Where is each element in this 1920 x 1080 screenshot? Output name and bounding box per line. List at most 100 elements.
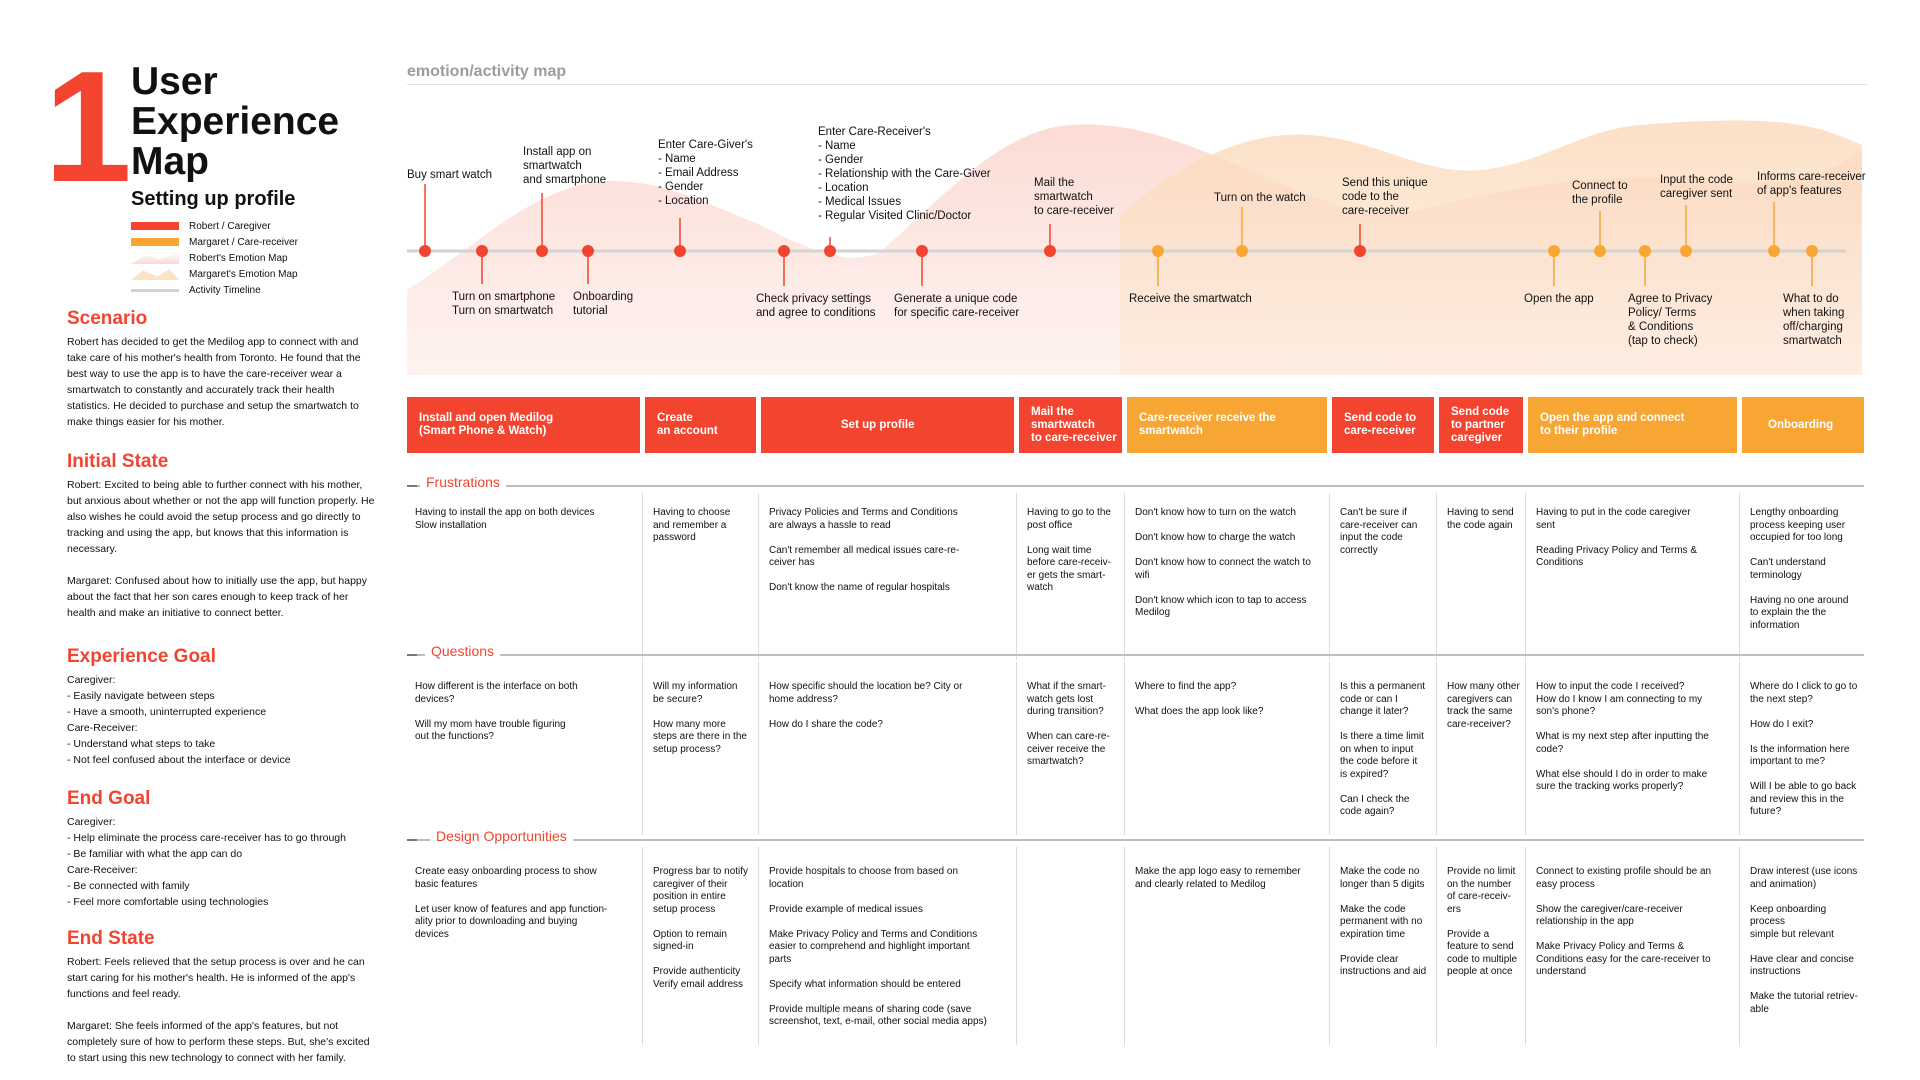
grid-cell: How specific should the location be? Cit… bbox=[769, 681, 963, 730]
grid-cell: Having to go to the post office Long wai… bbox=[1027, 507, 1111, 593]
end-state-section: End State Robert: Feels relieved that th… bbox=[67, 928, 377, 1066]
column-divider bbox=[1329, 662, 1330, 835]
event-dot bbox=[1548, 245, 1560, 257]
end-state-heading: End State bbox=[67, 928, 155, 949]
column-divider bbox=[1124, 493, 1125, 660]
column-divider bbox=[758, 847, 759, 1045]
stage-block: Set up profile bbox=[761, 397, 1014, 453]
initial-state-heading: Initial State bbox=[67, 451, 169, 472]
column-divider bbox=[1436, 662, 1437, 835]
grid-cell: How to input the code I received? How do… bbox=[1536, 681, 1709, 792]
row-divider-dash bbox=[407, 654, 417, 656]
emotion-map bbox=[407, 120, 1862, 376]
stage-block: Send code to partner caregiver bbox=[1439, 397, 1523, 453]
grid-cell: Provide hospitals to choose from based o… bbox=[769, 866, 987, 1027]
event-label: Receive the smartwatch bbox=[1129, 293, 1252, 305]
grid-cell: Make the code no longer than 5 digits Ma… bbox=[1340, 866, 1427, 977]
legend-item-caregiver: Robert / Caregiver bbox=[131, 218, 298, 234]
event-label: Install app on smartwatch and smartphone bbox=[523, 146, 607, 186]
grid-cell: Provide no limit on the number of care-r… bbox=[1447, 866, 1518, 977]
event-label: Input the code caregiver sent bbox=[1660, 174, 1733, 200]
event-label: Buy smart watch bbox=[407, 169, 492, 181]
grid-cell: Where do I click to go to the next step?… bbox=[1750, 681, 1858, 817]
legend-label: Robert / Caregiver bbox=[189, 220, 271, 232]
event-dot bbox=[1806, 245, 1818, 257]
event-label: Mail the smartwatch to care-receiver bbox=[1034, 177, 1114, 217]
experience-goal-body: Caregiver: - Easily navigate between ste… bbox=[67, 674, 291, 766]
initial-state-section: Initial State Robert: Excited to being a… bbox=[67, 451, 377, 621]
legend-swatch bbox=[131, 288, 179, 292]
experience-goal-section: Experience Goal Caregiver: - Easily navi… bbox=[67, 646, 377, 768]
column-divider bbox=[1329, 847, 1330, 1045]
event-dot bbox=[536, 245, 548, 257]
stage-block: Open the app and connect to their profil… bbox=[1528, 397, 1737, 453]
event-dot bbox=[1768, 245, 1780, 257]
grid-cell: How different is the interface on both d… bbox=[415, 681, 578, 742]
grid-cell: Having to install the app on both device… bbox=[415, 507, 595, 531]
stage-block: Onboarding bbox=[1742, 397, 1864, 453]
grid-cell: Lengthy onboarding process keeping user … bbox=[1750, 507, 1849, 631]
end-state-body: Robert: Feels relieved that the setup pr… bbox=[67, 956, 370, 1064]
scenario-section: Scenario Robert has decided to get the M… bbox=[67, 308, 377, 430]
row-divider bbox=[407, 839, 1864, 841]
event-dot bbox=[476, 245, 488, 257]
legend-item-robert-emotion: Robert's Emotion Map bbox=[131, 250, 298, 266]
event-label: Enter Care-Giver's - Name - Email Addres… bbox=[658, 139, 753, 207]
column-divider bbox=[1525, 662, 1526, 835]
legend-swatch bbox=[131, 238, 179, 246]
column-divider bbox=[1739, 662, 1740, 835]
row-heading: Design Opportunities bbox=[430, 828, 573, 844]
row-divider-dash bbox=[407, 839, 417, 841]
grid-cell: Having to put in the code caregiver sent… bbox=[1536, 507, 1697, 568]
column-divider bbox=[1525, 847, 1526, 1045]
stage-block: Care-receiver receive the smartwatch bbox=[1127, 397, 1327, 453]
page-subtitle: Setting up profile bbox=[131, 188, 296, 210]
grid-cell: Connect to existing profile should be an… bbox=[1536, 866, 1712, 977]
legend: Robert / Caregiver Margaret / Care-recei… bbox=[131, 218, 298, 298]
column-divider bbox=[1436, 493, 1437, 660]
column-divider bbox=[1436, 847, 1437, 1045]
grid-cell: Privacy Policies and Terms and Condition… bbox=[769, 507, 960, 593]
column-divider bbox=[642, 493, 643, 660]
event-marks bbox=[419, 184, 1818, 286]
stage-block: Create an account bbox=[645, 397, 756, 453]
event-dot bbox=[1639, 245, 1651, 257]
column-divider bbox=[1329, 493, 1330, 660]
event-dot bbox=[778, 245, 790, 257]
row-divider bbox=[407, 485, 1864, 487]
event-dot bbox=[1594, 245, 1606, 257]
event-dot bbox=[674, 245, 686, 257]
column-divider bbox=[1016, 493, 1017, 660]
grid-cell: Where to find the app? What does the app… bbox=[1135, 681, 1264, 717]
grid-cell: Don't know how to turn on the watch Don'… bbox=[1135, 507, 1311, 618]
stage-block: Mail the smartwatch to care-receiver bbox=[1019, 397, 1122, 453]
grid-cell: Can't be sure if care-receiver can input… bbox=[1340, 507, 1418, 556]
page-title: User Experience Map bbox=[131, 60, 340, 183]
legend-item-receiver: Margaret / Care-receiver bbox=[131, 234, 298, 250]
event-label: Onboarding tutorial bbox=[573, 291, 634, 317]
legend-item-timeline: Activity Timeline bbox=[131, 282, 298, 298]
event-dot bbox=[824, 245, 836, 257]
map-label: emotion/activity map bbox=[407, 63, 567, 80]
event-label: Agree to Privacy Policy/ Terms & Conditi… bbox=[1628, 293, 1713, 347]
event-label: Turn on the watch bbox=[1214, 192, 1306, 204]
column-divider bbox=[642, 847, 643, 1045]
event-dot bbox=[916, 245, 928, 257]
initial-state-body: Robert: Excited to being able to further… bbox=[67, 479, 375, 619]
legend-label: Margaret's Emotion Map bbox=[189, 268, 298, 280]
column-divider bbox=[1739, 493, 1740, 660]
row-heading: Frustrations bbox=[420, 474, 506, 490]
grid-cell: Draw interest (use icons and animation) … bbox=[1750, 866, 1858, 1015]
grid-cell: What if the smart- watch gets lost durin… bbox=[1027, 681, 1110, 767]
margaret-emotion-area bbox=[1120, 120, 1862, 375]
column-divider bbox=[1016, 847, 1017, 1045]
row-divider-dash bbox=[407, 485, 417, 487]
event-dot bbox=[419, 245, 431, 257]
grid-cell: Having to choose and remember a password bbox=[653, 507, 731, 543]
grid-cell: How many other caregivers can track the … bbox=[1447, 681, 1520, 730]
column-divider bbox=[758, 493, 759, 660]
row-divider bbox=[407, 654, 1864, 656]
event-label: What to do when taking off/charging smar… bbox=[1783, 293, 1845, 347]
legend-label: Margaret / Care-receiver bbox=[189, 236, 298, 248]
end-goal-section: End Goal Caregiver: - Help eliminate the… bbox=[67, 788, 377, 910]
